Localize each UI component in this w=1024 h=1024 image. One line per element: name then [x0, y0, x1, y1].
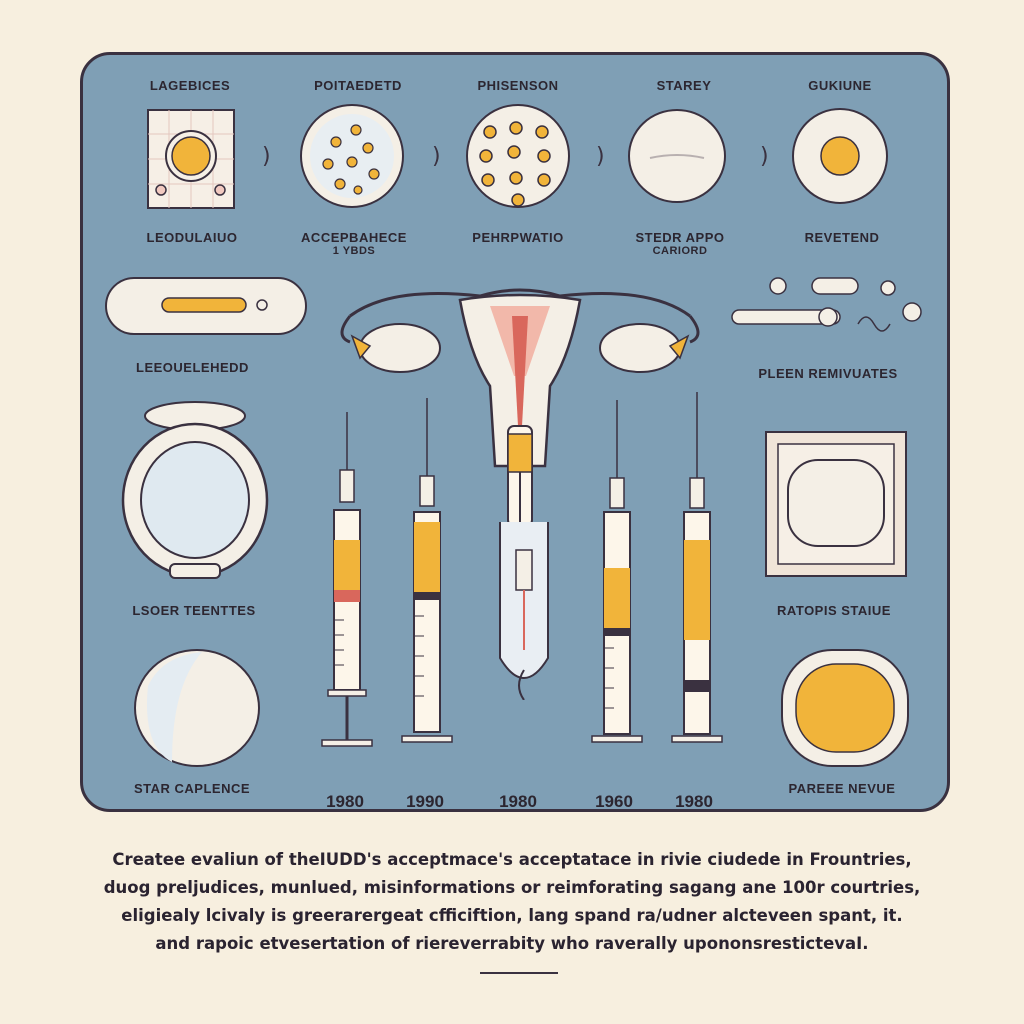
patch-icon: [765, 431, 907, 577]
caption-line: eligiealy lcivaly is greerarergeat cffic…: [121, 906, 903, 925]
top-label-2-line1: ACCEPBAHECE: [301, 230, 407, 245]
top-label-2-line2: 1 YBDS: [332, 245, 376, 257]
top-title-3: PHISENSON: [477, 78, 559, 93]
ring-label: LSOER TEENTTES: [132, 603, 256, 618]
assorted-pills-icon: [731, 277, 922, 332]
paren-icon: ): [432, 144, 441, 169]
pill-right-label: PAREEE NEVUE: [788, 781, 896, 796]
top-label-2: ACCEPBAHECE 1 YBDS: [301, 230, 407, 257]
implant-rod-icon: [105, 277, 307, 335]
syringe-icon: [591, 400, 643, 743]
implant-label: LEEOUELEHEDD: [136, 360, 249, 375]
caption-line: duog preljudices, munlued, misinformatio…: [103, 878, 921, 897]
yellow-pill-icon: [781, 649, 909, 767]
paren-icon: ): [760, 144, 769, 169]
top-label-3: PEHRPWATIO: [472, 230, 564, 245]
top-label-4-line2: CARIORD: [652, 245, 708, 257]
ring-case-icon: [121, 401, 269, 579]
year-label-4: 1960: [595, 792, 633, 811]
white-pill-icon: [134, 649, 260, 767]
year-label-1: 1980: [326, 792, 364, 811]
pill-blister-icon: [147, 109, 235, 209]
year-label-3: 1980: [499, 792, 537, 811]
round-pill-icon: [792, 108, 888, 204]
top-title-1: LAGEBICES: [149, 78, 231, 93]
pill-pack-disc-icon: [466, 104, 570, 208]
syringe-icon: [401, 398, 453, 743]
caption-line: Createe evaliun of theIUDD's acceptmace'…: [112, 850, 912, 869]
syringe-icon: [671, 392, 723, 743]
patch-label: RATOPIS STAIUE: [777, 603, 891, 618]
top-title-4: STAREY: [656, 78, 712, 93]
syringe-icon: [321, 412, 373, 747]
top-label-4-line1: STEDR APPO: [635, 230, 725, 245]
pills-label: PLEEN REMIVUATES: [758, 366, 898, 381]
top-label-4: STEDR APPO CARIORD: [635, 230, 724, 257]
top-title-2: POITAEDETD: [314, 78, 402, 93]
pill-left-label: STAR CAPLENCE: [133, 781, 251, 796]
caption-line: and rapoic etvesertation of riereverrabi…: [155, 934, 869, 953]
paren-icon: ): [262, 144, 271, 169]
paren-icon: ): [596, 144, 605, 169]
white-tablet-icon: [628, 109, 726, 203]
year-label-2: 1990: [406, 792, 444, 811]
iud-applicator-icon: [499, 522, 549, 700]
year-label-5: 1980: [675, 792, 713, 811]
caption-paragraph: Createe evaliun of theIUDD's acceptmace'…: [60, 846, 964, 958]
uterus-iud-icon: [340, 288, 700, 536]
top-label-5: REVETEND: [804, 230, 880, 245]
caption-divider: [480, 972, 558, 974]
top-title-5: GUKIUNE: [808, 78, 872, 93]
top-label-1: LEODULAIUO: [146, 230, 238, 245]
spotted-disc-icon: [300, 104, 404, 208]
